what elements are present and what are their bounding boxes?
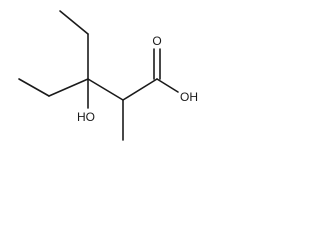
atom-label-acid-hydroxyl: OH bbox=[180, 90, 198, 104]
bond-c2-c1 bbox=[122, 78, 158, 101]
structure-canvas: O OH HO bbox=[0, 0, 228, 160]
atom-label-alcohol-hydroxyl: HO bbox=[77, 110, 95, 124]
atom-label-carbonyl-oxygen: O bbox=[152, 34, 161, 48]
bond-ethyl-left-ch3-ch2 bbox=[18, 78, 50, 97]
bond-c1-oh bbox=[156, 78, 179, 93]
bond-ethyl-left-ch2-c3 bbox=[48, 78, 89, 97]
bond-ethyl-upper-ch3-ch2 bbox=[59, 10, 89, 35]
bond-c3-c2 bbox=[87, 78, 124, 101]
chemical-structure-diagram: O OH HO bbox=[18, 10, 198, 141]
